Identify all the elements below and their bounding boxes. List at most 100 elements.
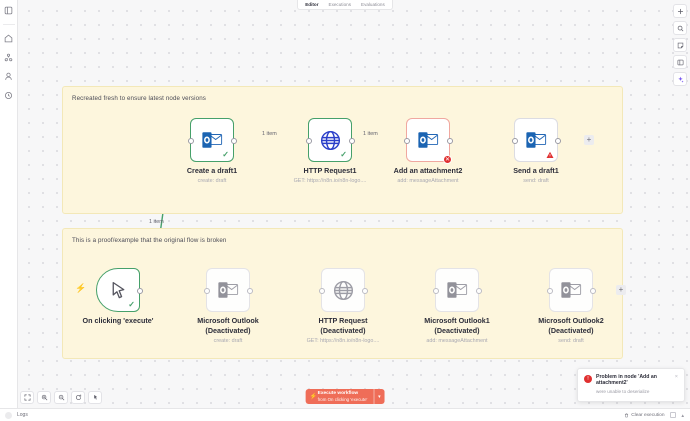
edge-label-1: 1 item bbox=[262, 131, 277, 137]
input-handle[interactable] bbox=[403, 138, 410, 144]
error-badge-icon: ✕ bbox=[443, 155, 452, 164]
zoom-in-icon[interactable] bbox=[37, 391, 51, 404]
templates-icon[interactable] bbox=[2, 89, 15, 102]
node-title-deactivated: (Deactivated) bbox=[548, 326, 594, 335]
output-handle[interactable] bbox=[554, 138, 561, 144]
input-handle[interactable] bbox=[511, 138, 518, 144]
outlook-gray-icon bbox=[217, 279, 239, 301]
node-microsoft-outlook2[interactable]: Microsoft Outlook2 (Deactivated) send: d… bbox=[538, 268, 604, 344]
credentials-icon[interactable] bbox=[2, 70, 15, 83]
node-body[interactable] bbox=[318, 268, 368, 312]
node-title: HTTP Request bbox=[318, 316, 368, 325]
node-microsoft-outlook1[interactable]: Microsoft Outlook1 (Deactivated) add: me… bbox=[424, 268, 490, 344]
add-node-button[interactable] bbox=[673, 4, 687, 18]
execute-workflow-control: ⚡ Execute workflow from On clicking 'exe… bbox=[305, 389, 385, 404]
input-handle[interactable] bbox=[187, 138, 194, 144]
node-title-deactivated: (Deactivated) bbox=[205, 326, 251, 335]
node-title: HTTP Request1 bbox=[303, 166, 357, 175]
tidy-up-icon[interactable] bbox=[88, 391, 102, 404]
node-body[interactable] bbox=[546, 268, 596, 312]
sticky-note-bottom-text: This is a proof/example that the origina… bbox=[72, 237, 227, 244]
warning-triangle-icon bbox=[545, 151, 554, 159]
output-handle[interactable] bbox=[246, 288, 253, 294]
node-title: Microsoft Outlook bbox=[197, 316, 259, 325]
node-subtitle: send: draft bbox=[558, 338, 584, 344]
input-handle[interactable] bbox=[203, 288, 210, 294]
node-title: Add an attachment2 bbox=[393, 166, 463, 175]
error-circle-icon: ! bbox=[584, 374, 592, 383]
node-subtitle: GET: https://n8n.io/n8n-logo.... bbox=[293, 178, 367, 184]
output-handle[interactable] bbox=[348, 138, 355, 144]
node-subtitle: GET: https://n8n.io/n8n-logo.... bbox=[306, 338, 380, 344]
node-body[interactable] bbox=[511, 118, 561, 162]
node-title: Microsoft Outlook2 bbox=[538, 316, 604, 325]
globe-gray-icon bbox=[332, 279, 355, 302]
output-handle[interactable] bbox=[136, 288, 143, 294]
status-bar-right: Clear execution ▲ bbox=[624, 412, 690, 418]
zoom-out-icon[interactable] bbox=[54, 391, 68, 404]
clear-execution-label: Clear execution bbox=[631, 412, 665, 418]
node-http-request1[interactable]: ✓ HTTP Request1 GET: https://n8n.io/n8n-… bbox=[294, 118, 366, 184]
outlook-icon bbox=[525, 129, 547, 151]
tab-executions[interactable]: Executions bbox=[328, 2, 351, 7]
edge-label-2: 1 item bbox=[363, 131, 378, 137]
ai-assistant-sparkle-icon[interactable] bbox=[673, 72, 687, 86]
trigger-bolt-icon: ⚡ bbox=[75, 283, 87, 293]
success-check-icon: ✓ bbox=[340, 150, 347, 159]
tab-group: Editor Executions Evaluations bbox=[297, 0, 393, 10]
node-title: Create a draft1 bbox=[186, 166, 238, 175]
node-body[interactable]: ✓ bbox=[96, 268, 143, 312]
home-icon[interactable] bbox=[2, 32, 15, 45]
globe-icon bbox=[319, 129, 342, 152]
logs-label[interactable]: Logs bbox=[17, 412, 28, 418]
node-http-request[interactable]: HTTP Request (Deactivated) GET: https://… bbox=[307, 268, 379, 344]
input-handle[interactable] bbox=[305, 138, 312, 144]
workflow-canvas[interactable]: Recreated fresh to ensure latest node ve… bbox=[18, 0, 690, 408]
outlook-gray-icon bbox=[446, 279, 468, 301]
search-icon[interactable] bbox=[673, 21, 687, 35]
input-handle[interactable] bbox=[546, 288, 553, 294]
panel-toggle-icon[interactable] bbox=[669, 412, 676, 418]
output-handle[interactable] bbox=[589, 288, 596, 294]
node-body[interactable]: ✕ bbox=[403, 118, 453, 164]
add-node-after-send-draft1-button[interactable]: + bbox=[584, 135, 594, 145]
sticky-note-top-text: Recreated fresh to ensure latest node ve… bbox=[72, 95, 206, 102]
output-handle[interactable] bbox=[230, 138, 237, 144]
logs-toggle-icon[interactable] bbox=[5, 411, 12, 419]
tab-editor[interactable]: Editor bbox=[305, 2, 319, 7]
node-subtitle: add: messageAttachment bbox=[426, 338, 488, 344]
node-create-a-draft1[interactable]: ✓ Create a draft1 create: draft bbox=[187, 118, 237, 184]
outlook-gray-icon bbox=[560, 279, 582, 301]
input-handle[interactable] bbox=[318, 288, 325, 294]
overview-icon[interactable] bbox=[2, 4, 15, 17]
input-handle[interactable] bbox=[432, 288, 439, 294]
tab-evaluations[interactable]: Evaluations bbox=[361, 2, 385, 7]
edge-label-trigger: 1 item bbox=[149, 219, 164, 225]
node-body[interactable]: ✓ bbox=[187, 118, 237, 162]
sticky-note-icon[interactable] bbox=[673, 38, 687, 52]
execute-workflow-button[interactable]: ⚡ Execute workflow from On clicking 'exe… bbox=[305, 389, 374, 404]
chevron-up-icon[interactable]: ▲ bbox=[680, 412, 685, 418]
success-check-icon: ✓ bbox=[222, 150, 229, 159]
reset-zoom-icon[interactable] bbox=[71, 391, 85, 404]
output-handle[interactable] bbox=[475, 288, 482, 294]
node-add-an-attachment2[interactable]: ✕ Add an attachment2 add: messageAttachm… bbox=[394, 118, 462, 184]
node-body[interactable] bbox=[203, 268, 253, 312]
zoom-to-fit-icon[interactable] bbox=[20, 391, 34, 404]
node-body[interactable] bbox=[432, 268, 482, 312]
execute-dropdown-button[interactable]: ▾ bbox=[373, 389, 385, 404]
trash-icon bbox=[625, 413, 629, 417]
clear-execution-button[interactable]: Clear execution bbox=[624, 412, 665, 418]
node-body[interactable]: ✓ bbox=[305, 118, 355, 162]
close-icon[interactable]: × bbox=[674, 373, 678, 380]
node-title-deactivated: (Deactivated) bbox=[434, 326, 480, 335]
node-title: Send a draft1 bbox=[513, 166, 559, 175]
output-handle[interactable] bbox=[446, 138, 453, 144]
node-microsoft-outlook[interactable]: Microsoft Outlook (Deactivated) create: … bbox=[197, 268, 259, 344]
add-node-after-outlook2-button[interactable]: + bbox=[616, 285, 626, 295]
open-panel-icon[interactable] bbox=[673, 55, 687, 69]
workflows-icon[interactable] bbox=[2, 51, 15, 64]
node-on-clicking-execute[interactable]: ✓ On clicking 'execute' bbox=[83, 268, 153, 325]
node-send-a-draft1[interactable]: Send a draft1 send: draft bbox=[511, 118, 561, 184]
output-handle[interactable] bbox=[361, 288, 368, 294]
